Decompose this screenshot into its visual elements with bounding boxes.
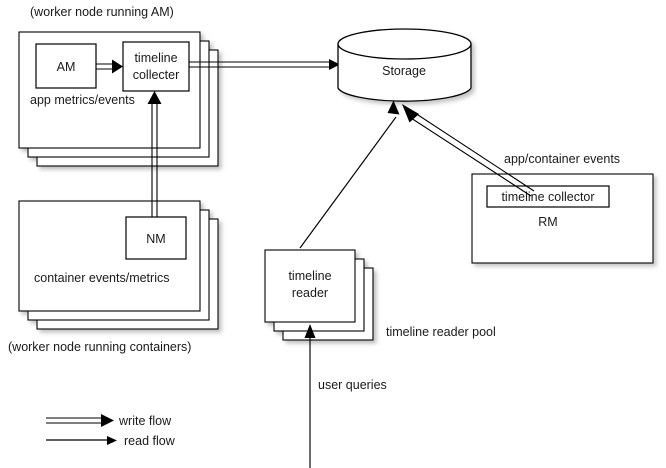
legend-read-flow-arrowhead bbox=[107, 436, 117, 445]
user-queries-label: user queries bbox=[318, 378, 387, 392]
timeline-reader-pool-label: timeline reader pool bbox=[386, 325, 496, 339]
app-container-events-label: app/container events bbox=[504, 152, 620, 166]
legend-read-flow-arrow bbox=[46, 436, 117, 445]
arrow-nm-to-am-collector-head bbox=[147, 91, 162, 104]
worker-node-containers-stack bbox=[18, 200, 219, 330]
worker-node-containers-caption: (worker node running containers) bbox=[8, 340, 191, 354]
timeline-reader-label-line2: reader bbox=[292, 286, 328, 300]
storage-cylinder bbox=[337, 28, 472, 102]
timeline-reader-stack bbox=[264, 249, 374, 341]
timeline-reader-pool-group: timeline reader timeline reader pool bbox=[264, 249, 496, 341]
arrow-rm-collector-to-storage-head bbox=[402, 104, 419, 123]
legend: write flow read flow bbox=[46, 414, 176, 448]
legend-write-flow-arrowhead bbox=[101, 414, 114, 427]
am-box-label: AM bbox=[57, 60, 76, 74]
worker-node-am-caption: (worker node running AM) bbox=[30, 5, 174, 19]
arrow-user-queries-to-reader bbox=[304, 324, 316, 468]
arrow-am-collector-to-storage bbox=[189, 59, 340, 70]
arrow-am-collector-to-storage-head bbox=[329, 59, 340, 70]
container-events-metrics-label: container events/metrics bbox=[34, 271, 169, 285]
am-box bbox=[35, 43, 97, 89]
arrow-reader-to-storage-head bbox=[387, 100, 400, 115]
worker-node-am-group: (worker node running AM) AM timeline col… bbox=[18, 5, 219, 167]
rm-timeline-collector-box bbox=[486, 185, 610, 208]
am-timeline-collector-label-line1: timeline bbox=[134, 51, 177, 65]
legend-write-flow-arrow bbox=[46, 414, 114, 427]
arrow-am-to-collector bbox=[96, 59, 123, 74]
nm-box-label: NM bbox=[146, 232, 165, 246]
worker-node-containers-group: NM container events/metrics (worker node… bbox=[8, 200, 219, 354]
timeline-reader-label-line1: timeline bbox=[288, 269, 331, 283]
arrow-am-to-collector-head bbox=[112, 59, 123, 74]
legend-write-flow-label: write flow bbox=[118, 414, 172, 428]
app-metrics-events-label: app metrics/events bbox=[30, 93, 135, 107]
legend-read-flow-label: read flow bbox=[124, 434, 176, 448]
am-timeline-collector-box bbox=[122, 41, 190, 92]
storage-label: Storage bbox=[382, 64, 426, 78]
am-timeline-collector-label-line2: collecter bbox=[133, 68, 180, 82]
rm-box-label: RM bbox=[538, 215, 557, 229]
rm-timeline-collector-label: timeline collector bbox=[501, 190, 594, 204]
arrow-nm-to-am-collector bbox=[147, 91, 162, 217]
arrow-user-queries-head bbox=[304, 324, 316, 338]
arrow-reader-to-storage bbox=[299, 100, 400, 249]
timeline-reader-box bbox=[264, 249, 356, 323]
nm-box bbox=[125, 216, 187, 260]
arrow-rm-collector-to-storage bbox=[402, 104, 535, 197]
